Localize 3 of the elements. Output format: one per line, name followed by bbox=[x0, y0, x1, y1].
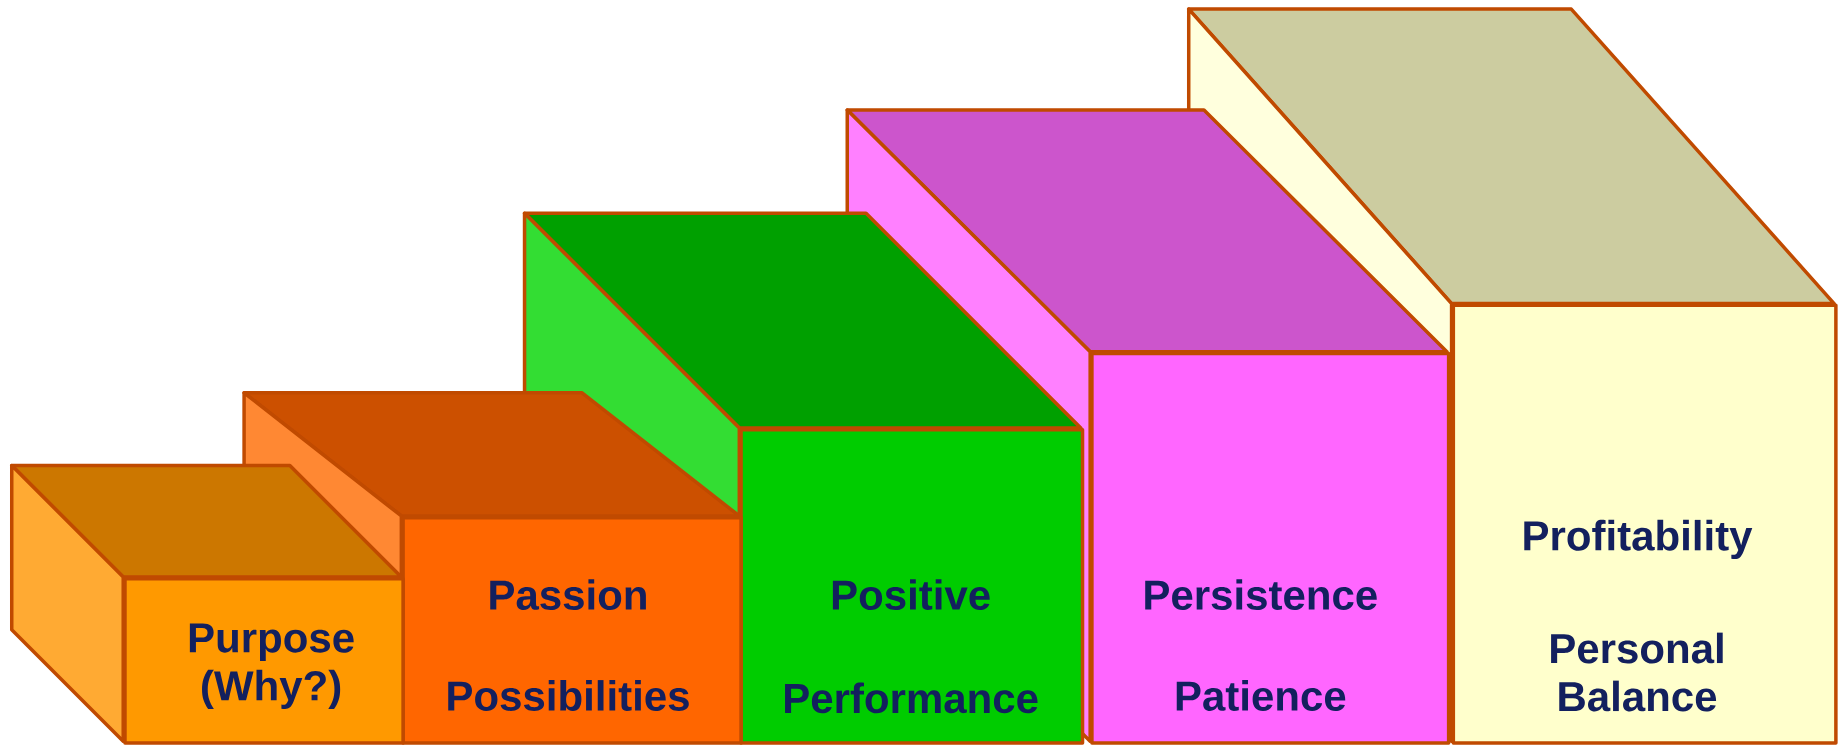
node-label: Personal Balance bbox=[1551, 632, 1723, 712]
cube-block: Purpose (Why?) bbox=[10, 463, 405, 745]
node-label: Profitability bbox=[1524, 519, 1753, 560]
